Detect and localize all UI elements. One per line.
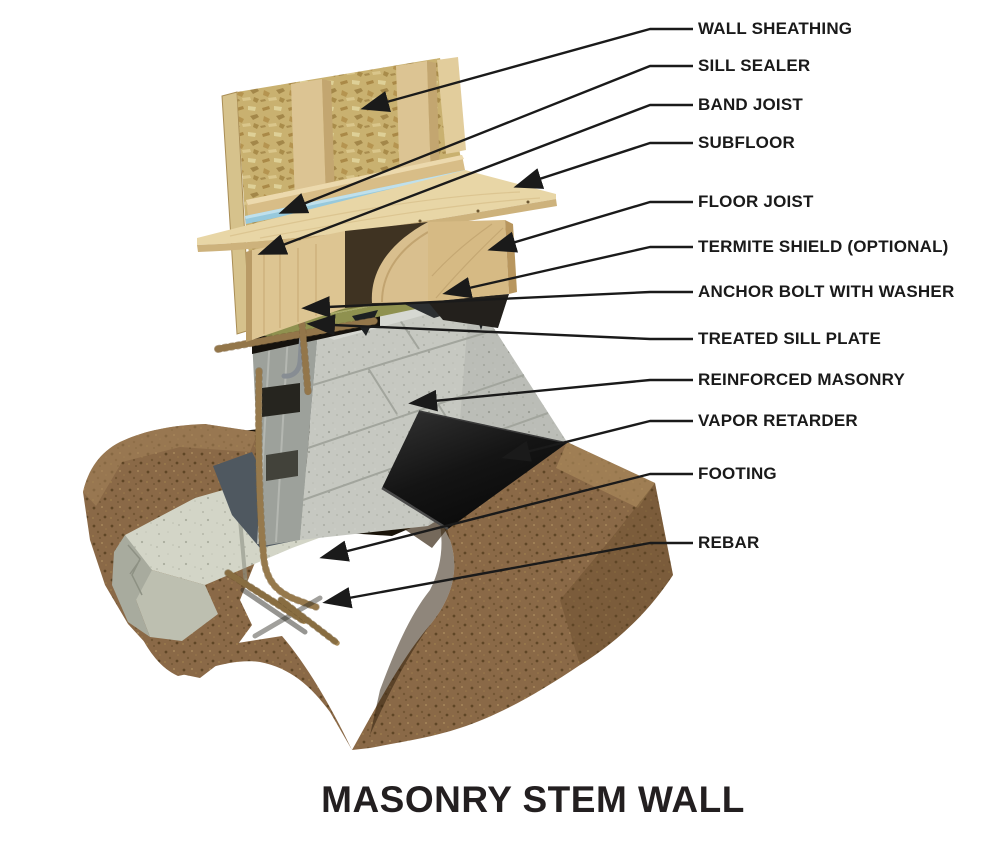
- rebar: [214, 317, 378, 647]
- wall-core-opening-upper: [262, 383, 300, 417]
- leader-rebar: [322, 541, 693, 609]
- wall-core-opening-lower: [266, 450, 298, 481]
- floor-joist: [428, 220, 509, 302]
- rebar-dowel-shadow-2: [252, 595, 323, 639]
- band-joist-edge: [246, 250, 252, 342]
- label-anchor-bolt: ANCHOR BOLT WITH WASHER: [698, 282, 955, 301]
- leader-subfloor: [513, 141, 693, 189]
- diagram-title: MASONRY STEM WALL: [321, 779, 745, 820]
- stud-1-side: [322, 79, 335, 198]
- label-wall-sheathing: WALL SHEATHING: [698, 19, 853, 38]
- soil-right-top-face: [556, 442, 655, 508]
- leader-wall-sheathing: [360, 27, 693, 112]
- label-footing: FOOTING: [698, 464, 777, 483]
- soil-left-top-face: [83, 424, 258, 506]
- footing-front-face: [128, 570, 218, 641]
- label-subfloor: SUBFLOOR: [698, 133, 795, 152]
- leader-footing: [319, 472, 693, 562]
- leader-sill-sealer: [278, 64, 693, 214]
- rebar-vertical-core-ribs: [298, 320, 312, 396]
- vapor-retarder-top-edge: [418, 410, 568, 444]
- rebar-long-vertical-ribs: [254, 367, 320, 611]
- stud-1-face: [291, 79, 326, 204]
- label-floor-joist: FLOOR JOIST: [698, 192, 814, 211]
- leader-termite-shield: [442, 245, 693, 299]
- leader-vapor-retarder: [501, 419, 693, 462]
- leader-sill-plate: [306, 314, 693, 341]
- wood-framing: [197, 57, 557, 342]
- label-treated-sill-plate: TREATED SILL PLATE: [698, 329, 882, 348]
- subfloor-front-edge: [197, 199, 557, 252]
- vapor-retarder-sheet: [382, 411, 567, 529]
- rebar-dowel-1-ribs: [224, 569, 308, 625]
- soil-bottom-wedge: [140, 634, 352, 750]
- footing-crack-lines: [127, 544, 143, 596]
- rebar-dowel-shadow-1: [240, 587, 308, 635]
- label-band-joist: BAND JOIST: [698, 95, 803, 114]
- vapor-retarder: [381, 410, 568, 531]
- rebar-dowel-2-ribs: [277, 596, 341, 647]
- anchor-bolt-shaft: [281, 301, 307, 379]
- label-rebar: REBAR: [698, 533, 760, 552]
- bottom-plate-top: [246, 155, 464, 205]
- joist-cutaway-arc-line: [381, 231, 429, 303]
- label-sill-sealer: SILL SEALER: [698, 56, 811, 75]
- leader-lines: [257, 27, 693, 609]
- leader-floor-joist: [487, 200, 693, 253]
- footing-broken-edge: [112, 535, 152, 637]
- leader-masonry: [408, 378, 693, 412]
- band-joist-grain: [263, 244, 317, 334]
- label-reinforced-masonry: REINFORCED MASONRY: [698, 370, 905, 389]
- vapor-retarder-curl-highlight: [381, 486, 449, 531]
- wall-cut-end-face: [252, 332, 318, 546]
- leader-band-joist: [257, 103, 693, 255]
- label-vapor-retarder: VAPOR RETARDER: [698, 411, 858, 430]
- soil-right-shade: [560, 483, 673, 665]
- label-termite-shield: TERMITE SHIELD (OPTIONAL): [698, 237, 949, 256]
- leader-anchor-bolt: [301, 290, 693, 318]
